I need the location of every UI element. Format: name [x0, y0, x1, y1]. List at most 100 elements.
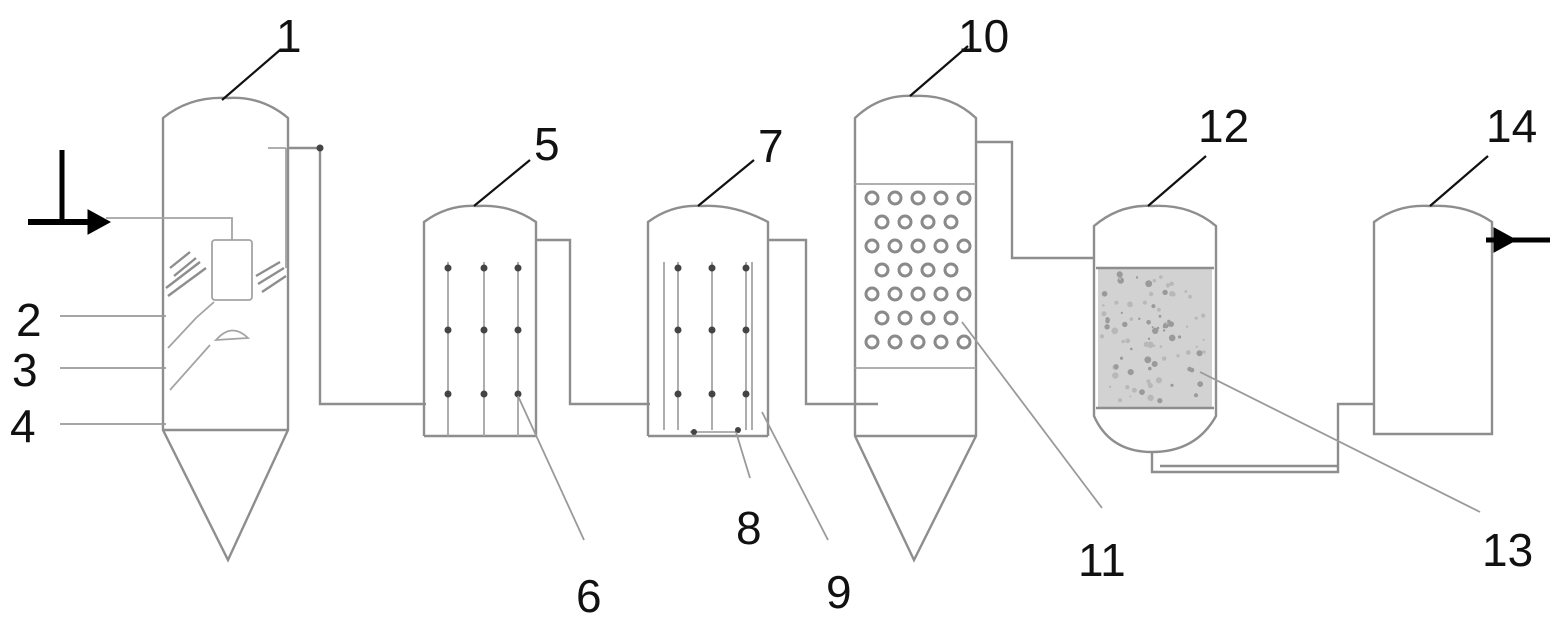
media-speck [1109, 385, 1112, 388]
media-speck [1202, 350, 1206, 354]
pipe-5-to-7 [536, 238, 650, 406]
packing-ring [956, 238, 972, 254]
vessel-7-electrodes [674, 264, 750, 398]
label-13: 13 [1482, 524, 1533, 576]
media-speck [1147, 394, 1154, 401]
media-speck [1157, 398, 1163, 404]
media-speck [1152, 327, 1159, 334]
vessel-14 [1372, 204, 1494, 436]
packing-ring [887, 286, 903, 302]
media-speck [1188, 294, 1192, 299]
media-speck [1158, 314, 1162, 318]
pipe-1-to-5 [288, 146, 426, 406]
media-speck [1101, 291, 1108, 297]
media-speck [1152, 279, 1157, 283]
media-speck [1121, 339, 1125, 344]
label-12: 12 [1198, 100, 1249, 152]
media-speck [1176, 354, 1180, 358]
packing-ring [864, 286, 880, 302]
media-speck [1146, 320, 1151, 325]
media-speck [1202, 338, 1205, 341]
packing-ring [874, 262, 890, 278]
media-speck [1131, 387, 1137, 393]
vessel-10 [853, 94, 978, 563]
media-speck [1119, 356, 1124, 360]
media-speck [1139, 389, 1145, 395]
media-speck [1147, 382, 1152, 387]
inlet-arrow [28, 150, 112, 235]
media-speck [1147, 341, 1154, 349]
label-6: 6 [576, 570, 602, 622]
pipe-10-to-12 [976, 140, 1094, 260]
packing-ring [956, 286, 972, 302]
packing-ring [887, 334, 903, 350]
vessel-1-guide [169, 344, 211, 391]
media-speck [1178, 335, 1182, 339]
media-speck [1159, 275, 1163, 279]
vessel-1-coil-right [255, 260, 287, 293]
packing-ring [943, 214, 959, 230]
media-speck [1144, 356, 1152, 364]
media-speck [1162, 289, 1168, 296]
media-speck [1099, 334, 1105, 339]
vessel-12-filter-media [1098, 268, 1212, 408]
media-speck [1194, 393, 1198, 398]
packing-ring [910, 190, 926, 206]
packing-ring [897, 310, 913, 326]
media-speck [1129, 317, 1134, 321]
media-speck [1118, 398, 1123, 403]
media-speck [1114, 300, 1119, 305]
label-4: 4 [10, 400, 36, 452]
pipe-12-to-14 [1150, 402, 1374, 474]
media-speck [1196, 350, 1203, 357]
media-speck [1116, 271, 1123, 278]
vessel-1-inlet-pipe [106, 217, 233, 240]
vessel-1 [106, 96, 290, 563]
media-speck [1148, 366, 1152, 371]
vessel-10-packing [864, 190, 972, 350]
vessel-5-electrodes [444, 264, 522, 398]
media-speck [1120, 311, 1123, 314]
media-speck [1157, 307, 1161, 312]
media-speck [1151, 304, 1156, 309]
packing-ring [956, 334, 972, 350]
packing-ring [920, 214, 936, 230]
media-speck [1105, 317, 1110, 321]
packing-ring [910, 238, 926, 254]
media-speck [1185, 350, 1191, 355]
media-speck [1118, 277, 1122, 280]
label-3: 3 [12, 344, 38, 396]
pipe-7-to-10 [768, 238, 878, 406]
media-speck [1184, 290, 1188, 293]
media-speck [1151, 361, 1158, 367]
label-5: 5 [534, 118, 560, 170]
packing-ring [887, 190, 903, 206]
packing-ring [897, 214, 913, 230]
packing-ring [874, 214, 890, 230]
label-9: 9 [826, 566, 852, 618]
media-speck [1166, 285, 1169, 288]
media-speck [1111, 327, 1119, 335]
media-speck [1113, 364, 1119, 370]
packing-ring [920, 262, 936, 278]
vessel-1-inner-drum [211, 239, 253, 301]
media-speck [1195, 345, 1199, 348]
packing-ring [956, 190, 972, 206]
number-labels: 1 2 3 4 5 6 7 8 9 10 11 12 13 14 [10, 10, 1537, 622]
label-2: 2 [16, 294, 42, 346]
packing-ring [897, 262, 913, 278]
vessel-1-baffle [167, 301, 215, 349]
media-speck [1201, 313, 1206, 318]
vessel-7 [646, 204, 770, 438]
media-speck [1112, 372, 1119, 379]
media-speck [1130, 347, 1133, 351]
media-speck [1127, 369, 1134, 376]
packing-ring [943, 310, 959, 326]
media-speck [1189, 367, 1195, 373]
media-speck [1125, 385, 1130, 390]
media-speck [1194, 316, 1198, 320]
media-speck [1169, 281, 1174, 286]
packing-ring [864, 190, 880, 206]
label-7: 7 [758, 120, 784, 172]
